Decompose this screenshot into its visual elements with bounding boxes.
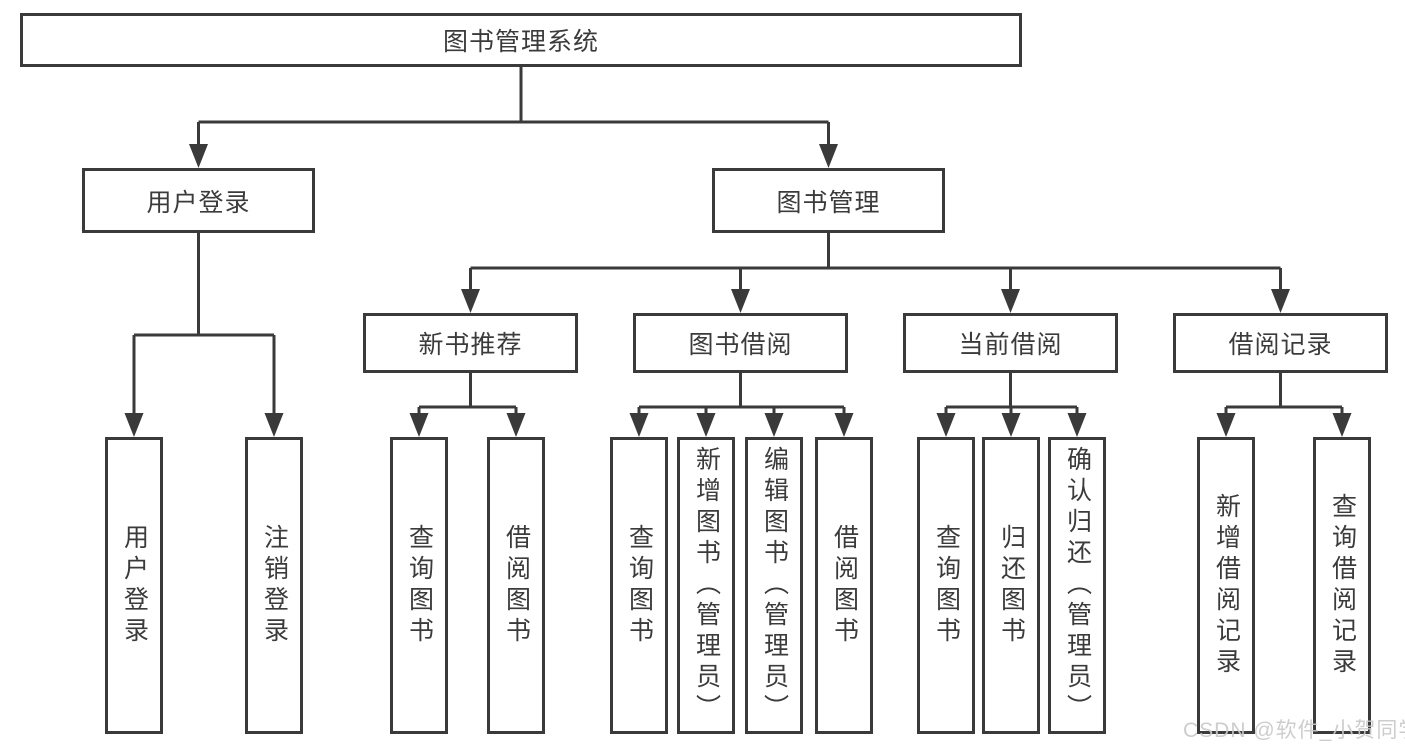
leaf-borrow-query-books: 查询图书: [610, 437, 668, 734]
leaf-user-login-label: 用户登录: [120, 523, 149, 648]
node-book-management-label: 图书管理: [776, 188, 881, 217]
node-borrow-record-label: 借阅记录: [1228, 331, 1333, 359]
node-current-borrow-label: 当前借阅: [958, 331, 1063, 359]
node-user-login-label: 用户登录: [146, 188, 251, 217]
leaf-query-borrow-record-label: 查询借阅记录: [1328, 492, 1357, 679]
leaf-recommend-borrow-books-label: 借阅图书: [502, 523, 531, 648]
leaf-user-login: 用户登录: [105, 437, 163, 734]
leaf-add-borrow-record-label: 新增借阅记录: [1212, 492, 1241, 679]
node-current-borrow: 当前借阅: [903, 313, 1118, 373]
node-root-system: 图书管理系统: [20, 13, 1022, 67]
node-book-borrow-label: 图书借阅: [688, 331, 793, 359]
node-user-login-branch: 用户登录: [82, 168, 315, 233]
node-new-book-recommend: 新书推荐: [363, 313, 578, 373]
node-book-management-branch: 图书管理: [712, 168, 945, 233]
leaf-add-books-admin-label: 新增图书（管理员）: [692, 446, 721, 725]
node-new-book-recommend-label: 新书推荐: [418, 331, 523, 359]
csdn-watermark: CSDN @软件_小贺同学: [1183, 719, 1405, 742]
leaf-current-query-books-label: 查询图书: [932, 523, 961, 648]
leaf-current-query-books: 查询图书: [917, 437, 975, 734]
leaf-recommend-borrow-books: 借阅图书: [487, 437, 545, 734]
leaf-borrow-books-label: 借阅图书: [830, 523, 859, 648]
leaf-return-books: 归还图书: [982, 437, 1040, 734]
node-book-borrow: 图书借阅: [633, 313, 848, 373]
leaf-add-books-admin: 新增图书（管理员）: [677, 437, 735, 734]
leaf-recommend-query-books-label: 查询图书: [405, 523, 434, 648]
leaf-edit-books-admin-label: 编辑图书（管理员）: [760, 446, 789, 725]
leaf-borrow-books: 借阅图书: [815, 437, 873, 734]
leaf-logout: 注销登录: [245, 437, 303, 734]
leaf-logout-label: 注销登录: [260, 523, 289, 648]
leaf-confirm-return-admin-label: 确认归还（管理员）: [1063, 446, 1092, 725]
leaf-return-books-label: 归还图书: [997, 523, 1026, 648]
leaf-add-borrow-record: 新增借阅记录: [1197, 437, 1255, 734]
leaf-confirm-return-admin: 确认归还（管理员）: [1048, 437, 1106, 734]
leaf-edit-books-admin: 编辑图书（管理员）: [745, 437, 803, 734]
node-root-label: 图书管理系统: [442, 28, 599, 56]
leaf-query-borrow-record: 查询借阅记录: [1313, 437, 1371, 734]
node-borrow-record: 借阅记录: [1173, 313, 1388, 373]
leaf-recommend-query-books: 查询图书: [390, 437, 448, 734]
leaf-borrow-query-books-label: 查询图书: [625, 523, 654, 648]
